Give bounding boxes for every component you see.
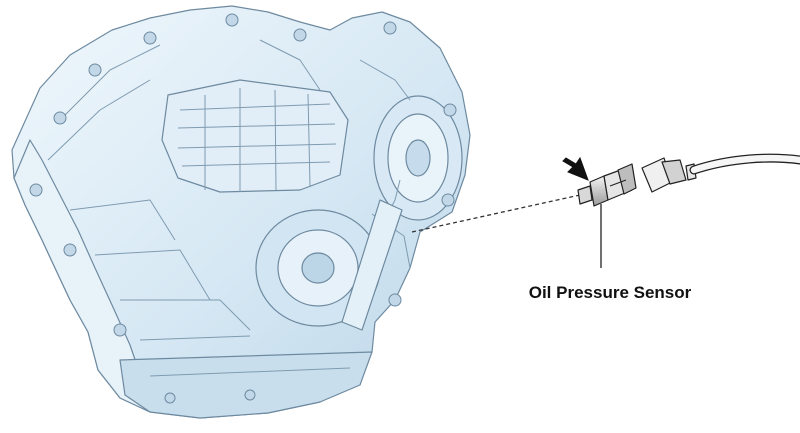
pointer-arrow-icon xyxy=(562,156,589,181)
transmission-housing xyxy=(11,5,471,419)
housing-tube xyxy=(341,199,403,331)
side-drum-hub xyxy=(301,252,335,284)
end-cover-hub xyxy=(405,139,431,177)
installation-leader-line xyxy=(411,194,581,233)
wiring-harness-connector xyxy=(641,157,697,193)
oil-pressure-sensor-label: Oil Pressure Sensor xyxy=(528,283,692,302)
oil-pan xyxy=(119,351,373,419)
oil-pressure-sensor xyxy=(577,163,637,207)
wiring-cable xyxy=(689,153,800,175)
valve-body xyxy=(161,79,349,193)
